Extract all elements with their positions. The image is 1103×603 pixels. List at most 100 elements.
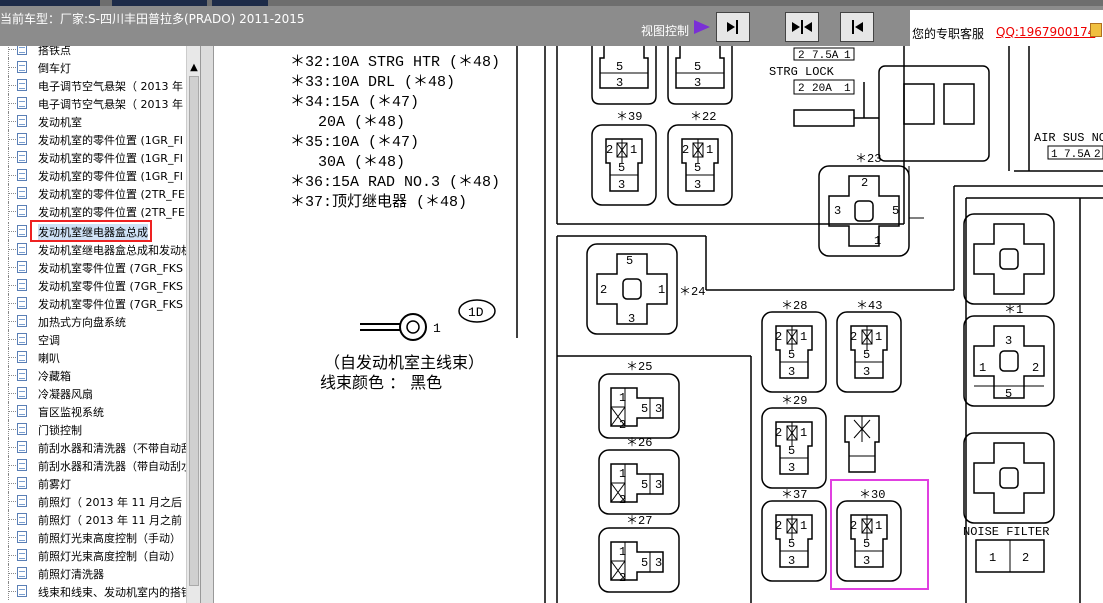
svg-text:5: 5	[788, 348, 795, 362]
tree-item[interactable]: 加热式方向盘系统	[0, 312, 186, 330]
view-expand-left-button[interactable]	[840, 12, 874, 42]
document-icon	[17, 585, 27, 597]
relay-26	[598, 449, 680, 515]
svg-text:1: 1	[800, 519, 807, 533]
svg-text:1: 1	[800, 330, 807, 344]
relay-block-top-right	[793, 65, 990, 162]
svg-text:5: 5	[626, 254, 633, 268]
svg-text:7.5A: 7.5A	[1064, 149, 1091, 161]
tree-item[interactable]: 倒车灯	[0, 58, 186, 76]
svg-text:5: 5	[694, 60, 701, 74]
document-icon	[17, 261, 27, 273]
relay-label-26: ＊26	[626, 436, 652, 450]
document-icon	[17, 477, 27, 489]
tree-item[interactable]: 线束和线束、发动机室内的搭铁	[0, 582, 186, 600]
tree-item-selected[interactable]: 发动机室继电器盒总成	[0, 222, 186, 240]
tree-item[interactable]: 喇叭	[0, 348, 186, 366]
svg-text:2: 2	[775, 330, 782, 344]
tree-item[interactable]: 发动机室继电器盒总成和发动机	[0, 240, 186, 258]
svg-text:2: 2	[619, 493, 626, 507]
relay-label-25: ＊25	[626, 360, 652, 374]
svg-text:1: 1	[800, 426, 807, 440]
svg-text:2: 2	[798, 50, 805, 62]
scroll-thumb[interactable]	[189, 76, 199, 586]
tree-item[interactable]: 前刮水器和清洗器（不带自动刮	[0, 438, 186, 456]
qq-link[interactable]: QQ:1967900174	[996, 25, 1096, 39]
svg-text:1: 1	[874, 234, 881, 248]
tree-item[interactable]: 发动机室的零件位置 (2TR_FE	[0, 184, 186, 202]
relay-label-28: ＊28	[781, 299, 807, 313]
svg-text:5: 5	[788, 537, 795, 551]
fuse-strg-lock	[793, 79, 855, 95]
tree-item[interactable]: 前照灯清洗器	[0, 564, 186, 582]
relay-label-23: ＊23	[855, 152, 881, 166]
tree-item[interactable]: 空调	[0, 330, 186, 348]
svg-text:3: 3	[655, 402, 662, 416]
tree-item[interactable]: 发动机室零件位置 (7GR_FKS	[0, 276, 186, 294]
svg-text:1: 1	[619, 391, 626, 405]
highlight-box-30	[830, 479, 929, 590]
relay-empty	[844, 415, 880, 473]
title-bar: 当前车型：厂家:S-四川丰田普拉多(PRADO) 2011-2015 视图控制 …	[0, 0, 1103, 46]
svg-text:3: 3	[616, 76, 623, 90]
split-view-icon	[792, 20, 812, 34]
svg-text:1: 1	[875, 330, 882, 344]
relay-label-43: ＊43	[856, 299, 882, 313]
selection-highlight-box	[30, 220, 152, 242]
tree-scrollbar[interactable]: ▲	[186, 46, 201, 603]
relay-top-mid: 5 3	[667, 46, 733, 105]
svg-text:2: 2	[619, 418, 626, 432]
tree-item[interactable]: 冷凝器风扇	[0, 384, 186, 402]
svg-text:2: 2	[850, 519, 857, 533]
ground-caption: （自发动机室主线束）	[324, 353, 484, 372]
document-icon	[17, 79, 27, 91]
tree-item[interactable]: 发动机室的零件位置 (1GR_FI	[0, 130, 186, 148]
fuse-line-34b: 20A (＊48)	[318, 114, 405, 131]
tree-item[interactable]: 搭铁点	[0, 46, 186, 58]
tree-item[interactable]: 电子调节空气悬架（ 2013 年	[0, 94, 186, 112]
document-icon	[17, 351, 27, 363]
svg-text:5: 5	[863, 537, 870, 551]
service-label: 您的专职客服	[912, 27, 985, 41]
panel-divider[interactable]	[200, 46, 214, 603]
scroll-up-icon[interactable]: ▲	[190, 62, 198, 73]
relay-1	[963, 315, 1055, 407]
tree-item[interactable]: 电子调节空气悬架（ 2013 年	[0, 76, 186, 94]
view-expand-right-button[interactable]	[716, 12, 750, 42]
svg-text:1: 1	[619, 467, 626, 481]
document-icon	[17, 567, 27, 579]
document-icon	[17, 423, 27, 435]
relay-label-30: ＊30	[859, 488, 885, 502]
tab-strip	[0, 0, 1103, 6]
chat-icon[interactable]	[1090, 23, 1102, 37]
svg-text:2: 2	[1094, 149, 1101, 161]
tree-item[interactable]: 发动机室的零件位置 (1GR_FI	[0, 166, 186, 184]
ground-code: 1D	[468, 305, 484, 320]
expand-left-icon	[852, 20, 863, 34]
tree-item[interactable]: 前照灯光束高度控制（手动）	[0, 528, 186, 546]
noise-filter-label: NOISE FILTER	[963, 525, 1049, 539]
svg-text:2: 2	[619, 571, 626, 585]
tree-item[interactable]: 前照灯（ 2013 年 11 月之前	[0, 510, 186, 528]
tree-item[interactable]: 发动机室	[0, 112, 186, 130]
tree-item[interactable]: 门锁控制	[0, 420, 186, 438]
svg-text:1: 1	[989, 551, 996, 565]
tree-item[interactable]: 冷藏箱	[0, 366, 186, 384]
tree-item[interactable]: 前照灯光束高度控制（自动）	[0, 546, 186, 564]
document-icon	[17, 151, 27, 163]
svg-text:3: 3	[694, 76, 701, 90]
ground-code-badge	[458, 299, 496, 323]
tree-item[interactable]: 发动机室的零件位置 (2TR_FE	[0, 202, 186, 220]
tree-item[interactable]: 前刮水器和清洗器（带自动刮水	[0, 456, 186, 474]
tree-item[interactable]: 发动机室零件位置 (7GR_FKS	[0, 294, 186, 312]
expand-right-icon	[727, 20, 738, 34]
view-split-button[interactable]	[785, 12, 819, 42]
tree-item[interactable]: 前照灯（ 2013 年 11 月之后	[0, 492, 186, 510]
tree-item[interactable]: 发动机室的零件位置 (1GR_FI	[0, 148, 186, 166]
svg-text:5: 5	[616, 60, 623, 74]
tree-item[interactable]: 前雾灯	[0, 474, 186, 492]
tree-item[interactable]: 发动机室零件位置 (7GR_FKS	[0, 258, 186, 276]
fuse-line-35b: 30A (＊48)	[318, 154, 405, 171]
fuse-line-34: ＊34:15A (＊47)	[290, 94, 419, 111]
tree-item[interactable]: 盲区监视系统	[0, 402, 186, 420]
